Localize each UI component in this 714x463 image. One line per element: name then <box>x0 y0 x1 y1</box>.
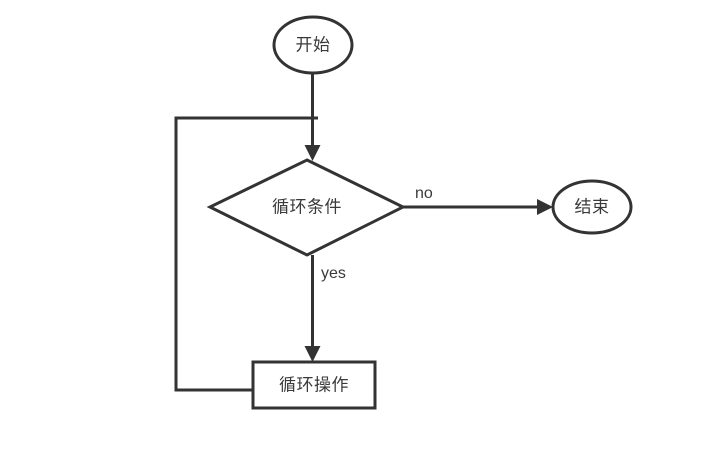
edge-condition-to-operation-arrowhead <box>304 346 321 362</box>
edge-operation-to-condition <box>174 116 318 392</box>
edge-start-to-condition-arrowhead <box>304 145 321 161</box>
node-condition-label: 循环条件 <box>272 197 342 216</box>
node-start-shape[interactable] <box>272 15 354 75</box>
node-condition[interactable]: 循环条件 <box>206 158 407 257</box>
node-condition-shape[interactable] <box>206 158 407 257</box>
node-end-shape[interactable] <box>551 179 633 235</box>
node-end-label: 结束 <box>575 197 610 216</box>
node-operation-shape[interactable] <box>251 360 377 410</box>
edge-label-no: no <box>415 185 433 202</box>
node-start-label: 开始 <box>296 35 331 54</box>
edge-operation-to-condition-line <box>174 116 318 392</box>
node-end[interactable]: 结束 <box>551 179 633 235</box>
edge-condition-to-end-arrowhead <box>537 199 553 215</box>
node-operation[interactable]: 循环操作 <box>251 360 377 410</box>
node-operation-label: 循环操作 <box>279 375 349 394</box>
node-start[interactable]: 开始 <box>272 15 354 75</box>
edge-condition-to-end <box>403 199 553 215</box>
edge-label-yes: yes <box>321 265 346 282</box>
edge-start-to-condition <box>304 72 321 161</box>
edge-condition-to-operation <box>304 255 321 362</box>
